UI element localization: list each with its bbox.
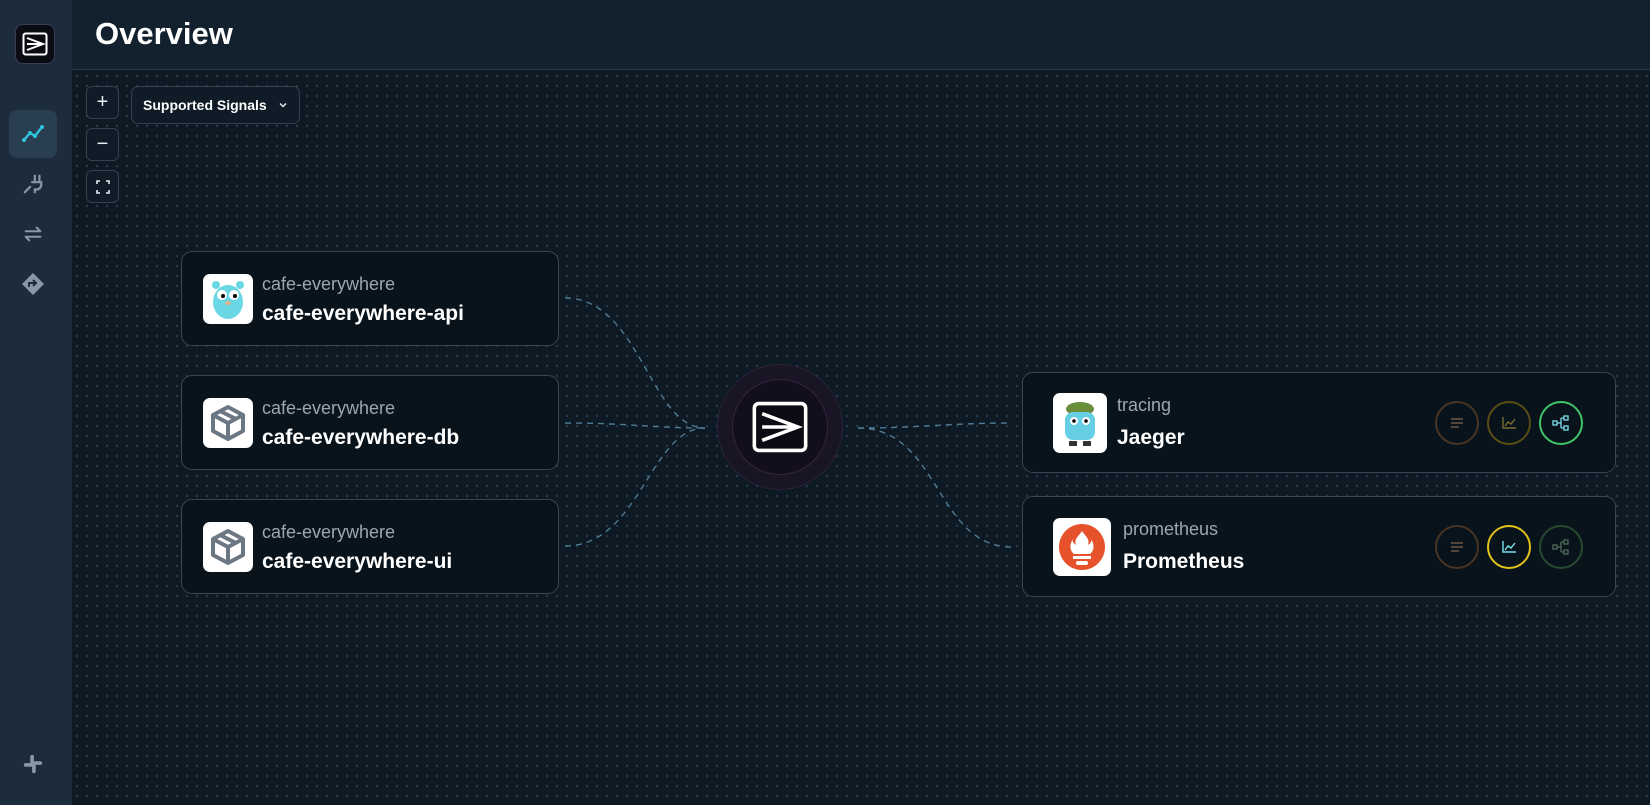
nav-actions[interactable] — [9, 260, 57, 308]
traces-signal-button[interactable] — [1539, 401, 1583, 445]
destination-node[interactable]: prometheus Prometheus — [1022, 496, 1616, 597]
source-namespace: cafe-everywhere — [262, 522, 396, 542]
prometheus-icon — [1053, 518, 1111, 576]
pipeline-node[interactable] — [717, 364, 843, 490]
supported-signals-dropdown[interactable]: Supported Signals — [131, 86, 300, 124]
jaeger-icon — [1053, 393, 1107, 453]
source-name: cafe-everywhere-db — [262, 426, 460, 449]
sidebar — [0, 0, 72, 805]
plus-icon: + — [96, 91, 109, 113]
supported-signals-label: Supported Signals — [143, 97, 267, 113]
page-title: Overview — [95, 16, 233, 51]
destination-name: Jaeger — [1117, 426, 1185, 449]
metrics-signal-button[interactable] — [1487, 525, 1531, 569]
top-bar: Overview — [72, 0, 1650, 70]
arrows-icon — [24, 226, 42, 242]
destination-type: tracing — [1117, 395, 1172, 415]
go-gopher-icon — [203, 274, 253, 324]
source-namespace: cafe-everywhere — [262, 398, 396, 418]
logs-signal-button[interactable] — [1435, 525, 1479, 569]
zoom-out-button[interactable]: − — [86, 128, 119, 161]
overview-icon — [22, 125, 44, 142]
destination-type: prometheus — [1123, 519, 1219, 539]
metrics-signal-button[interactable] — [1487, 401, 1531, 445]
cube-icon — [203, 398, 253, 448]
destination-name: Prometheus — [1123, 550, 1245, 573]
chevron-down-icon — [279, 103, 287, 108]
slack-link[interactable] — [9, 740, 57, 788]
odigos-logo-icon — [752, 401, 808, 453]
metrics-icon — [1502, 417, 1516, 429]
slack-icon — [23, 754, 43, 774]
minus-icon: − — [96, 133, 109, 155]
nav-overview[interactable] — [9, 110, 57, 158]
traces-icon — [1552, 415, 1569, 431]
plug-icon — [23, 174, 43, 194]
source-node[interactable]: cafe-everywhere cafe-everywhere-db — [181, 375, 559, 470]
metrics-icon — [1502, 541, 1516, 553]
fit-view-icon — [95, 179, 110, 194]
nav-sources[interactable] — [9, 160, 57, 208]
source-node[interactable]: cafe-everywhere cafe-everywhere-ui — [181, 499, 559, 594]
zoom-in-button[interactable]: + — [86, 86, 119, 119]
traces-icon — [1552, 539, 1569, 555]
app-logo[interactable] — [15, 24, 55, 64]
destination-node[interactable]: tracing Jaeger — [1022, 372, 1616, 473]
source-node[interactable]: cafe-everywhere cafe-everywhere-api — [181, 251, 559, 346]
logs-icon — [1451, 418, 1463, 428]
source-name: cafe-everywhere-api — [262, 302, 464, 325]
nav-destinations[interactable] — [9, 210, 57, 258]
cube-icon — [203, 522, 253, 572]
route-icon — [22, 273, 44, 295]
logs-icon — [1451, 542, 1463, 552]
source-namespace: cafe-everywhere — [262, 274, 396, 294]
logs-signal-button[interactable] — [1435, 401, 1479, 445]
source-name: cafe-everywhere-ui — [262, 550, 453, 573]
traces-signal-button[interactable] — [1539, 525, 1583, 569]
odigos-logo-icon — [22, 32, 48, 56]
fit-view-button[interactable] — [86, 170, 119, 203]
